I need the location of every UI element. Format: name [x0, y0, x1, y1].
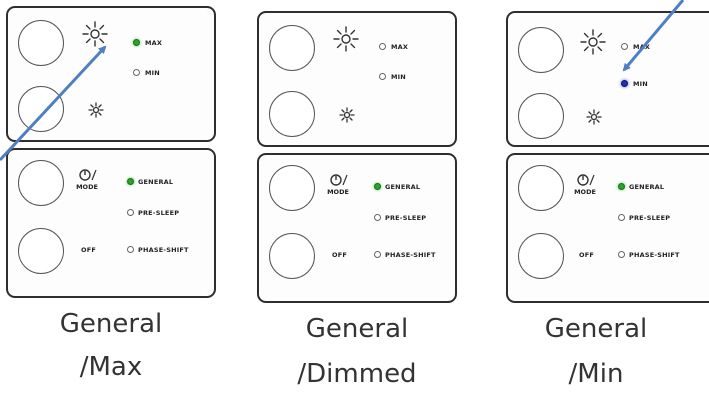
caption-line-1: General: [59, 309, 163, 339]
mode-button[interactable]: [518, 165, 564, 211]
general-label: GENERAL: [629, 183, 665, 191]
max-label: MAX: [391, 43, 409, 51]
off-button[interactable]: [18, 228, 64, 274]
bright-button[interactable]: [18, 20, 64, 66]
min-label: MIN: [391, 73, 406, 81]
max-led: [621, 43, 628, 50]
general-led: [618, 183, 625, 190]
mode-button[interactable]: [18, 160, 64, 206]
phase-shift-led: [618, 251, 625, 258]
min-label: MIN: [633, 80, 648, 88]
bright-button[interactable]: [518, 27, 564, 73]
caption-line-1: General: [305, 314, 409, 344]
sun-dim-icon: [586, 109, 602, 125]
min-label: MIN: [145, 69, 160, 77]
off-label: OFF: [579, 251, 595, 259]
caption-line-1: General: [544, 314, 648, 344]
caption-line-2: /Max: [79, 352, 143, 382]
sun-bright-icon: [580, 29, 606, 55]
sun-bright-icon: [82, 21, 108, 47]
phase-shift-led: [374, 251, 381, 258]
dim-button[interactable]: [269, 91, 315, 137]
off-label: OFF: [332, 251, 348, 259]
brightness-panel: MAX MIN: [506, 11, 709, 147]
caption-line-2: /Dimmed: [297, 359, 417, 389]
mode-button[interactable]: [269, 165, 315, 211]
phase-shift-led: [127, 246, 134, 253]
sun-dim-icon: [339, 107, 355, 123]
pre-sleep-label: PRE-SLEEP: [629, 214, 671, 222]
brightness-panel: MAX MIN: [6, 6, 216, 142]
bright-button[interactable]: [269, 25, 315, 71]
max-label: MAX: [633, 43, 651, 51]
mode-label: MODE: [76, 183, 98, 191]
phase-shift-label: PHASE-SHIFT: [138, 246, 189, 254]
mode-panel: MODE GENERAL PRE-SLEEP OFF PHASE-SHIFT: [506, 153, 709, 303]
pre-sleep-led: [127, 209, 134, 216]
max-led: [379, 43, 386, 50]
general-label: GENERAL: [138, 178, 174, 186]
max-led: [133, 39, 140, 46]
mode-panel: MODE GENERAL PRE-SLEEP OFF PHASE-SHIFT: [6, 148, 216, 298]
brightness-panel: MAX MIN: [257, 11, 457, 147]
sun-bright-icon: [333, 26, 359, 52]
power-icon: [577, 174, 595, 186]
phase-shift-label: PHASE-SHIFT: [385, 251, 436, 259]
min-led: [133, 69, 140, 76]
off-button[interactable]: [269, 233, 315, 279]
min-led: [379, 73, 386, 80]
mode-label: MODE: [327, 188, 349, 196]
general-led: [374, 183, 381, 190]
mode-label: MODE: [574, 188, 596, 196]
mode-panel: MODE GENERAL PRE-SLEEP OFF PHASE-SHIFT: [257, 153, 457, 303]
min-led: [621, 80, 628, 87]
phase-shift-label: PHASE-SHIFT: [629, 251, 680, 259]
power-icon: [330, 174, 348, 186]
off-button[interactable]: [518, 233, 564, 279]
dim-button[interactable]: [518, 93, 564, 139]
general-led: [127, 178, 134, 185]
pre-sleep-led: [618, 214, 625, 221]
caption-line-2: /Min: [568, 359, 624, 389]
pre-sleep-label: PRE-SLEEP: [138, 209, 180, 217]
general-label: GENERAL: [385, 183, 421, 191]
pre-sleep-label: PRE-SLEEP: [385, 214, 427, 222]
off-label: OFF: [81, 246, 97, 254]
sun-dim-icon: [88, 102, 104, 118]
pre-sleep-led: [374, 214, 381, 221]
max-label: MAX: [145, 39, 163, 47]
dim-button[interactable]: [18, 86, 64, 132]
power-icon: [79, 169, 97, 181]
